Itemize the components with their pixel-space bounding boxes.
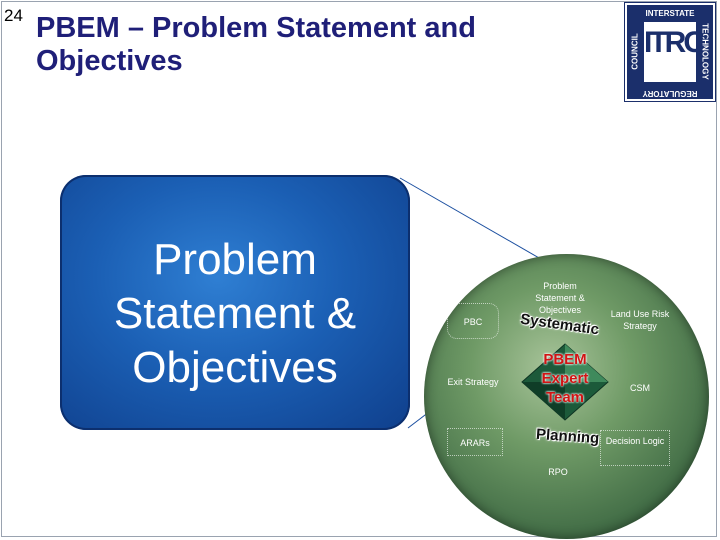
leader-line-top [399,177,561,271]
slide-number: 24 [4,6,23,25]
center-diamond [521,343,609,421]
logo-top-text: INTERSTATE [645,9,695,18]
box-line-2: Statement & [113,289,357,338]
node-rpo: RPO [548,467,568,477]
center-line-3: Team [545,389,585,406]
node-pbc: PBC [447,303,499,339]
box-line-3: Objectives [132,343,338,392]
logo-main-text: ITRC [644,26,705,59]
node-land-use: Land Use Risk Strategy [610,309,670,331]
logo-center: ITRC [644,22,705,82]
center-line-1: PBEM [543,351,587,368]
center-team-label: PBEM Expert Team [520,350,610,407]
node-csm: CSM [630,383,650,393]
node-decision-logic: Decision Logic [600,430,670,466]
itrc-logo: INTERSTATE COUNCIL TECHNOLOGY REGULATORY… [624,2,716,102]
problem-statement-box: Problem Statement & Objectives [60,175,410,430]
node-arars: ARARs [447,428,503,456]
problem-statement-box-text: Problem Statement & Objectives [60,233,410,395]
center-line-2: Expert [541,370,589,387]
box-line-1: Problem [153,235,317,284]
node-exit-strategy: Exit Strategy [447,377,499,387]
slide-title: PBEM – Problem Statement and Objectives [36,12,476,77]
node-problem-statement: Problem Statement & Objectives [535,281,585,315]
